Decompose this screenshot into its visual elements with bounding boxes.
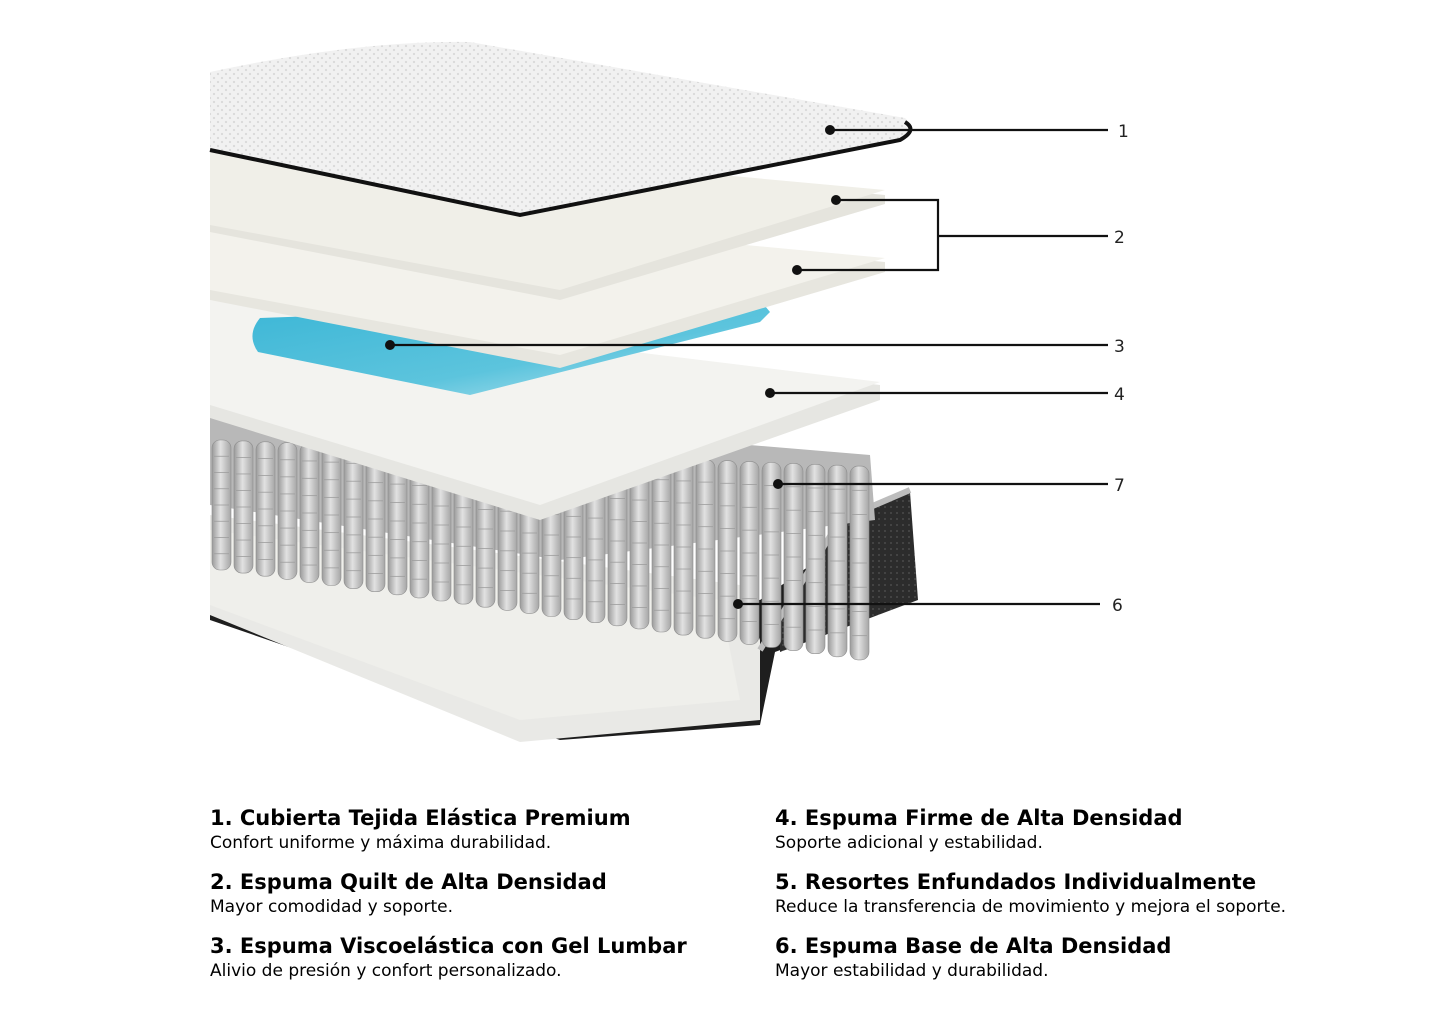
callout-number: 1 <box>1118 122 1129 142</box>
legend-title: 3. Espuma Viscoelástica con Gel Lumbar <box>210 934 687 958</box>
legend-title: 1. Cubierta Tejida Elástica Premium <box>210 806 631 830</box>
legend-desc: Mayor estabilidad y durabilidad. <box>775 961 1049 981</box>
callout-leaders <box>390 128 1108 606</box>
callout-number: 7 <box>1114 476 1125 496</box>
legend-item: 4. Espuma Firme de Alta Densidad Soporte… <box>775 804 1415 868</box>
legend-item: 2. Espuma Quilt de Alta Densidad Mayor c… <box>210 868 830 932</box>
callout-number: 4 <box>1114 385 1125 405</box>
legend-title: 6. Espuma Base de Alta Densidad <box>775 934 1172 958</box>
callout-number: 2 <box>1114 228 1125 248</box>
legend-left-column: 1. Cubierta Tejida Elástica Premium Conf… <box>210 804 830 996</box>
legend-desc: Alivio de presión y confort personalizad… <box>210 961 562 981</box>
callout-number: 6 <box>1112 596 1123 616</box>
legend-item: 1. Cubierta Tejida Elástica Premium Conf… <box>210 804 830 868</box>
legend-title: 5. Resortes Enfundados Individualmente <box>775 870 1257 894</box>
legend-item: 3. Espuma Viscoelástica con Gel Lumbar A… <box>210 932 830 996</box>
legend-right-column: 4. Espuma Firme de Alta Densidad Soporte… <box>775 804 1415 996</box>
legend-desc: Mayor comodidad y soporte. <box>210 897 453 917</box>
legend-item: 6. Espuma Base de Alta Densidad Mayor es… <box>775 932 1415 996</box>
legend-desc: Soporte adicional y estabilidad. <box>775 833 1043 853</box>
legend-title: 4. Espuma Firme de Alta Densidad <box>775 806 1183 830</box>
knit-cover-layer <box>209 41 913 218</box>
legend-title: 2. Espuma Quilt de Alta Densidad <box>210 870 607 894</box>
callout-numbers: 1 2 3 4 7 6 <box>1112 122 1129 616</box>
callout-dots <box>385 125 841 609</box>
legend-desc: Confort uniforme y máxima durabilidad. <box>210 833 552 853</box>
callout-number: 3 <box>1114 337 1125 357</box>
legend-desc: Reduce la transferencia de movimiento y … <box>775 897 1287 917</box>
legend-item: 5. Resortes Enfundados Individualmente R… <box>775 868 1415 932</box>
mattress-layers-diagram: 1 2 3 4 7 6 <box>209 41 1129 742</box>
